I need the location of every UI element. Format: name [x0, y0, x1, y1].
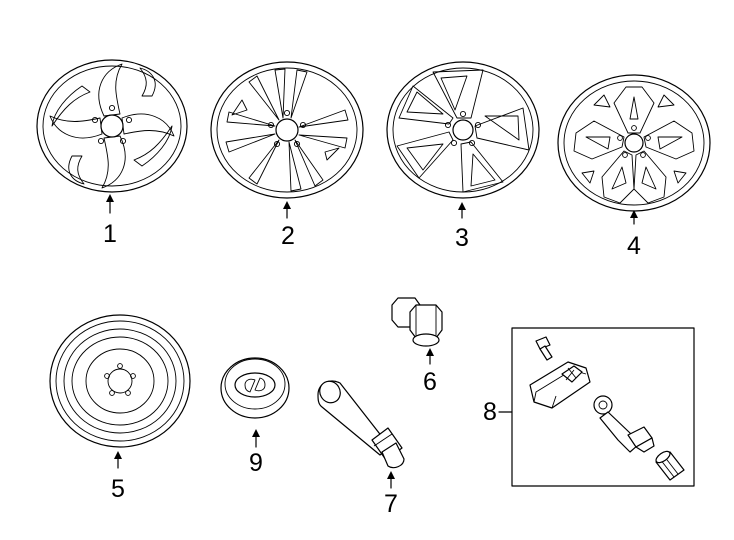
- lug-nut-icon: 6: [391, 297, 443, 396]
- callout-5: 5: [111, 475, 125, 503]
- callout-4: 4: [627, 232, 641, 260]
- callout-6: 6: [423, 368, 437, 396]
- wheel-1-icon: 1: [36, 59, 188, 248]
- center-cap-icon: 9: [220, 357, 290, 477]
- screw-icon: [535, 336, 553, 361]
- valve-stem-icon: 7: [317, 380, 405, 518]
- spare-wheel-icon: 5: [49, 314, 191, 503]
- valve-cap-icon: [655, 450, 685, 481]
- callout-3: 3: [455, 224, 469, 252]
- wheel-2-icon: 2: [210, 61, 364, 250]
- callout-8: 8: [483, 398, 497, 426]
- callout-1: 1: [103, 220, 117, 248]
- wheel-3-icon: 3: [386, 61, 540, 252]
- sensor-body-icon: [529, 361, 591, 409]
- callout-9: 9: [249, 449, 263, 477]
- sensor-valve-icon: [593, 395, 655, 453]
- tpms-sensor-kit-icon: 8: [483, 327, 695, 487]
- callout-2: 2: [281, 222, 295, 250]
- wheel-4-icon: 4: [557, 74, 711, 260]
- callout-7: 7: [384, 490, 398, 518]
